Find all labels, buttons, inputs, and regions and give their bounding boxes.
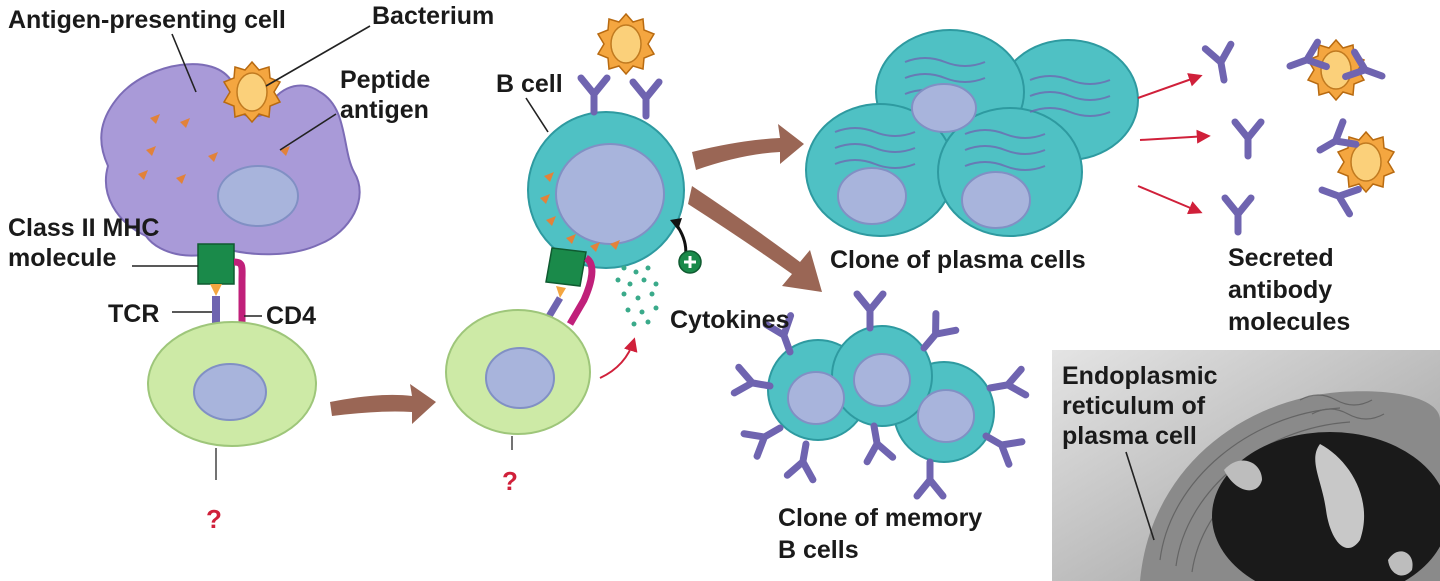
label-mhc-line: Class II MHC: [8, 214, 159, 242]
label-tcr: TCR: [108, 300, 159, 328]
label-bacterium: Bacterium: [372, 2, 494, 30]
antibody-icon: [857, 294, 883, 328]
antibody-icon: [917, 462, 943, 496]
label-peptide-antigen: Peptide antigen: [340, 66, 437, 124]
b-t-contact-complex: [544, 247, 596, 326]
secretion-arrow: [1137, 73, 1203, 99]
label-class-ii-mhc: Class II MHC molecule: [8, 214, 166, 272]
label-unknown-t-cell-2: ?: [502, 466, 518, 496]
label-b-cells-line: B cells: [778, 536, 859, 564]
cytokine-release-arrow: [599, 337, 638, 379]
antibody-icon: [734, 367, 772, 399]
cytokine-dots: [615, 265, 659, 327]
label-clone-of-memory-b-cells: Clone of memory B cells: [778, 504, 989, 564]
arrow-tcell-to-tcell: [330, 384, 436, 424]
antibody-icon: [787, 442, 819, 480]
label-antibody-line: antibody: [1228, 276, 1332, 304]
label-secreted-antibody-molecules: Secreted antibody molecules: [1228, 244, 1350, 336]
label-b-cell: B cell: [496, 70, 563, 98]
mhc-tcr-complex: [197, 243, 246, 326]
plus-icon: [678, 250, 702, 274]
label-endoplasmic-reticulum: Endoplasmic reticulum of plasma cell: [1062, 362, 1225, 450]
label-molecule-line: molecule: [8, 244, 116, 272]
antibody-icon: [988, 369, 1026, 401]
label-memory-line: Clone of memory: [778, 504, 982, 532]
label-unknown-t-cell-1: ?: [206, 504, 222, 534]
label-er-line-3: plasma cell: [1062, 422, 1197, 450]
arrow-to-memory-cells: [688, 186, 822, 292]
label-cd4: CD4: [266, 302, 316, 330]
antibody-icon: [1235, 122, 1261, 156]
arrow-to-plasma-cells: [692, 124, 804, 170]
antibody-icon: [861, 424, 893, 462]
antibody-icon: [633, 82, 659, 116]
leader-lines: [132, 25, 1155, 541]
label-er-line-2: reticulum of: [1062, 392, 1206, 420]
secretion-arrow: [1137, 185, 1203, 215]
electron-micrograph: [1052, 350, 1440, 581]
label-cytokines: Cytokines: [670, 306, 789, 334]
label-clone-of-plasma-cells: Clone of plasma cells: [830, 246, 1086, 274]
antibody-icon: [1225, 198, 1251, 232]
b-cell: [527, 78, 685, 269]
bacterium-icon: [597, 13, 655, 75]
antibody-icon: [581, 78, 607, 112]
label-secreted-line: Secreted: [1228, 244, 1334, 272]
antibody-icon: [1205, 44, 1237, 82]
secretion-arrow: [1139, 129, 1211, 144]
secreted-antibodies: [1205, 40, 1395, 232]
label-antigen-presenting-cell: Antigen-presenting cell: [8, 6, 286, 34]
plasma-cell-clone: [805, 29, 1139, 237]
label-peptide-line: Peptide: [340, 66, 430, 94]
helper-t-cell: [147, 321, 317, 480]
helper-t-cell: [445, 309, 591, 450]
antigen-presenting-cell: [100, 63, 361, 257]
label-er-line-1: Endoplasmic: [1062, 362, 1218, 390]
memory-b-cell-clone: [734, 294, 1025, 496]
label-molecules-line: molecules: [1228, 308, 1350, 336]
label-antigen-line: antigen: [340, 96, 429, 124]
